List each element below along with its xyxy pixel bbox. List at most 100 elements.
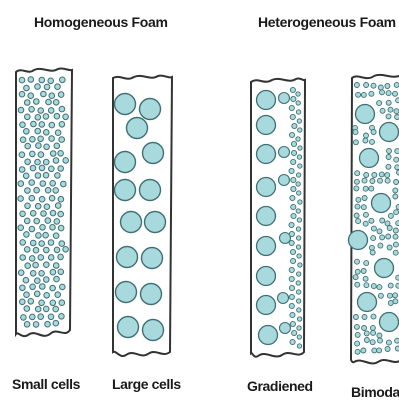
foam-bubble bbox=[39, 300, 45, 306]
foam-bubble bbox=[386, 234, 391, 239]
foam-bubble bbox=[377, 348, 382, 353]
foam-bubble bbox=[358, 293, 377, 312]
foam-bubble bbox=[290, 195, 295, 200]
foam-bubble bbox=[30, 284, 36, 290]
foam-bubble bbox=[355, 171, 360, 176]
foam-bubble bbox=[385, 173, 390, 178]
foam-bubble bbox=[55, 130, 61, 136]
foam-sample-gradiened bbox=[251, 78, 305, 356]
foam-bubble bbox=[355, 341, 360, 346]
foam-bubble bbox=[35, 84, 41, 90]
foam-bubble bbox=[354, 324, 359, 329]
foam-bubble bbox=[291, 96, 296, 101]
foam-bubble bbox=[39, 196, 45, 202]
foam-bubble bbox=[50, 181, 56, 187]
foam-bubble bbox=[296, 110, 300, 114]
foam-bubble bbox=[53, 158, 59, 164]
foam-bubble bbox=[363, 212, 368, 217]
foam-bubble bbox=[29, 256, 35, 262]
foam-bubble bbox=[50, 269, 56, 275]
foam-bubble bbox=[58, 166, 64, 172]
foam-bubble bbox=[279, 93, 290, 104]
foam-bubble bbox=[24, 306, 30, 312]
foam-bubble bbox=[393, 188, 398, 193]
foam-bubble bbox=[39, 165, 45, 171]
foam-bubble bbox=[289, 168, 294, 173]
foam-bubble bbox=[361, 269, 366, 274]
foam-bubble bbox=[49, 195, 55, 201]
foam-bubble bbox=[363, 221, 368, 226]
label-large-cells: Large cells bbox=[112, 376, 181, 392]
foam-bubble bbox=[292, 123, 297, 128]
foam-bubble bbox=[45, 321, 51, 327]
foam-bubble bbox=[20, 137, 26, 143]
foam-bubble bbox=[33, 322, 39, 328]
foam-bubble bbox=[362, 315, 367, 320]
foam-bubble bbox=[121, 212, 142, 233]
foam-bubble bbox=[60, 284, 66, 290]
foam-bubble bbox=[386, 100, 391, 105]
foam-bubble bbox=[371, 83, 376, 88]
foam-bubble bbox=[386, 340, 391, 345]
foam-bubble bbox=[60, 77, 66, 83]
foam-bubble bbox=[58, 151, 64, 157]
foam-bubble bbox=[362, 196, 367, 201]
foam-bubble bbox=[19, 91, 25, 97]
foam-bubble bbox=[49, 166, 55, 172]
foam-bubble bbox=[40, 181, 46, 187]
foam-bubble bbox=[24, 322, 30, 328]
foam-bubble bbox=[364, 133, 369, 138]
foam-bubble bbox=[364, 338, 369, 343]
foam-bubble bbox=[297, 119, 301, 123]
foam-bubble bbox=[296, 182, 300, 186]
foam-bubble bbox=[145, 212, 166, 233]
foam-bubble bbox=[387, 149, 392, 154]
foam-bubble bbox=[297, 218, 301, 222]
foam-bubble bbox=[364, 261, 369, 266]
foam-bubble bbox=[296, 92, 300, 96]
foam-bubble bbox=[34, 218, 40, 224]
foam-bubble bbox=[54, 219, 60, 225]
foam-bubble bbox=[356, 219, 361, 224]
foam-bubble bbox=[291, 177, 296, 182]
foam-bubble bbox=[58, 269, 64, 275]
foam-bubble bbox=[18, 196, 24, 202]
foam-bubble bbox=[353, 315, 358, 320]
foam-bubble bbox=[362, 178, 367, 183]
foam-bubble bbox=[115, 180, 136, 201]
foam-bubble bbox=[55, 173, 61, 179]
foam-bubble bbox=[23, 277, 29, 283]
foam-bubble bbox=[44, 84, 50, 90]
foam-bubble bbox=[24, 232, 30, 238]
foam-bubble bbox=[371, 226, 376, 231]
foam-bubble bbox=[369, 218, 374, 223]
foam-bubble bbox=[34, 99, 40, 105]
foam-bubble bbox=[30, 240, 36, 246]
foam-bubble bbox=[44, 277, 50, 283]
foam-bubble bbox=[387, 226, 392, 231]
foam-bubble bbox=[24, 100, 30, 106]
foam-bubble bbox=[396, 98, 399, 103]
foam-bubble bbox=[364, 283, 369, 288]
foam-bubble bbox=[371, 330, 376, 335]
foam-bubble bbox=[30, 137, 36, 143]
foam-bubble bbox=[36, 143, 42, 149]
foam-bubble bbox=[379, 172, 384, 177]
foam-bubble bbox=[355, 269, 360, 274]
foam-bubble bbox=[18, 107, 24, 113]
label-small-cells: Small cells bbox=[12, 376, 80, 392]
foam-bubble bbox=[20, 122, 26, 128]
foam-bubble bbox=[38, 255, 44, 261]
foam-bubble bbox=[353, 140, 358, 145]
foam-bubble bbox=[43, 306, 49, 312]
foam-bubble bbox=[20, 211, 26, 217]
foam-bubble bbox=[259, 326, 278, 345]
foam-bubble bbox=[59, 106, 65, 112]
foam-bubble bbox=[35, 306, 41, 312]
foam-bubble bbox=[58, 196, 64, 202]
foam-bubble bbox=[394, 109, 399, 114]
foam-bubble bbox=[115, 152, 136, 173]
foam-bubble bbox=[35, 159, 41, 165]
foam-bubble bbox=[63, 247, 69, 253]
foam-bubble bbox=[289, 240, 294, 245]
